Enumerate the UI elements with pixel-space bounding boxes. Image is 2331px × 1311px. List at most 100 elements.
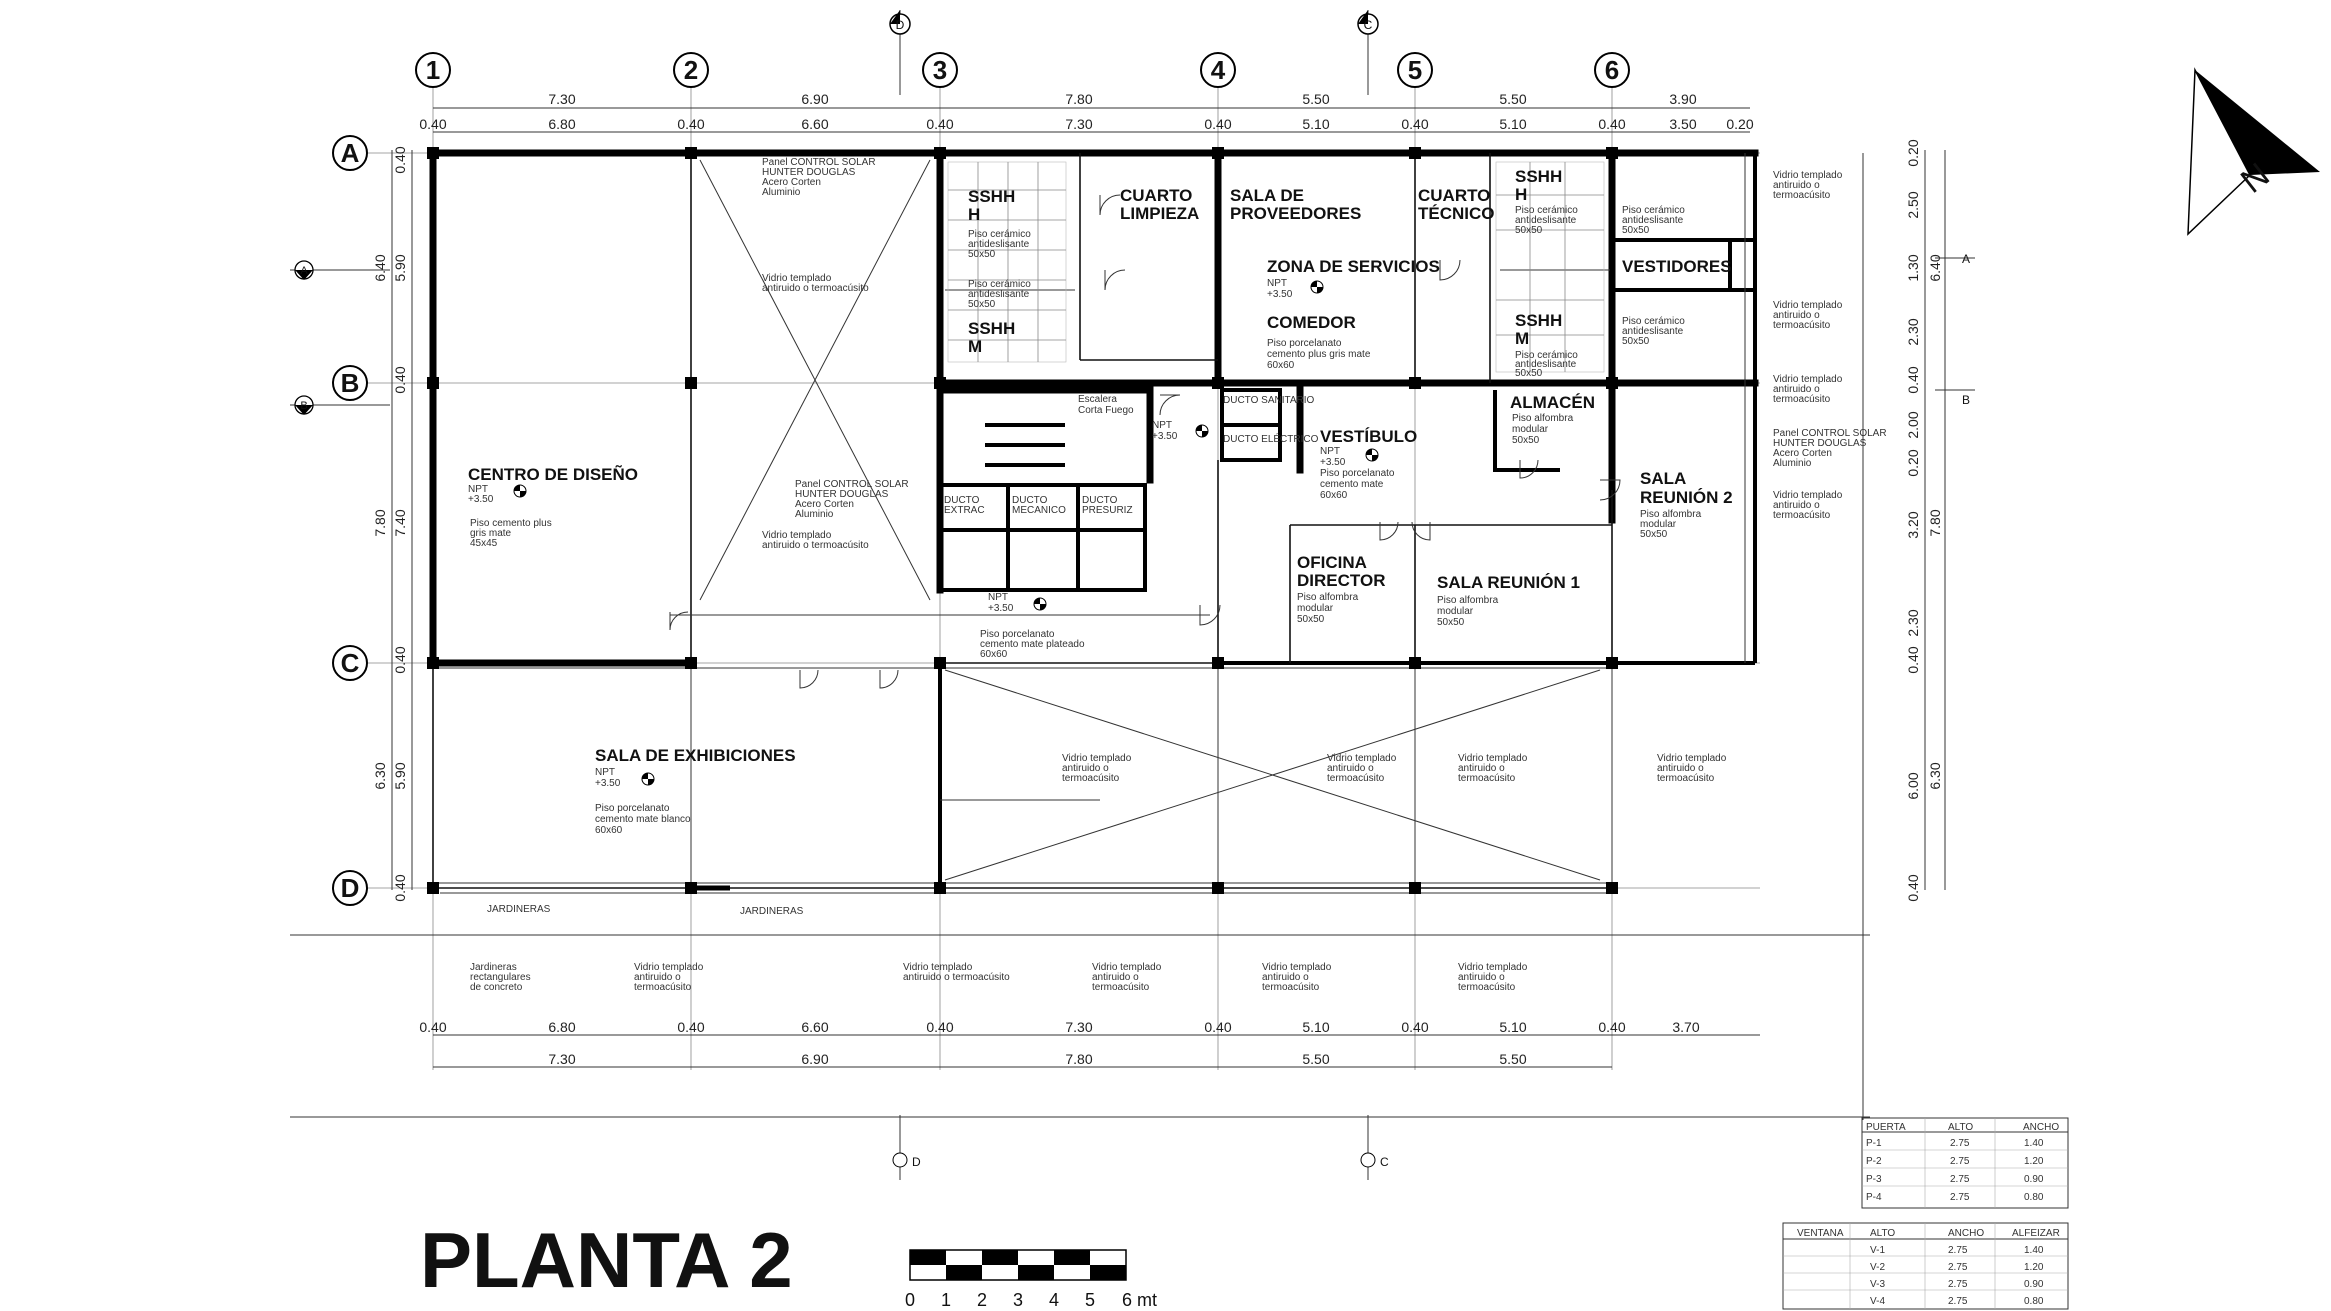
svg-text:Aluminio: Aluminio <box>795 509 834 520</box>
svg-text:termoacúsito: termoacúsito <box>634 982 692 993</box>
svg-text:6.90: 6.90 <box>801 1051 828 1067</box>
svg-text:termoacúsito: termoacúsito <box>1773 190 1831 201</box>
svg-text:0.40: 0.40 <box>1204 1019 1231 1035</box>
svg-text:HUNTER DOUGLAS: HUNTER DOUGLAS <box>1773 438 1867 449</box>
svg-text:0.40: 0.40 <box>677 116 704 132</box>
svg-text:60x60: 60x60 <box>595 825 623 836</box>
svg-text:7.80: 7.80 <box>1065 91 1092 107</box>
svg-text:V-1: V-1 <box>1870 1245 1885 1256</box>
section-marker-top-d: D <box>889 10 911 95</box>
atrium-void <box>699 159 1601 881</box>
svg-text:1: 1 <box>941 1290 951 1310</box>
svg-text:5.10: 5.10 <box>1499 116 1526 132</box>
svg-text:B: B <box>300 400 307 412</box>
section-marker-bottom-d: D <box>892 1115 921 1180</box>
svg-text:antiruido o: antiruido o <box>1062 763 1109 774</box>
level-marker-centro-icon <box>513 484 527 498</box>
svg-text:Corta Fuego: Corta Fuego <box>1078 405 1134 416</box>
svg-text:3: 3 <box>1013 1290 1023 1310</box>
svg-text:Panel CONTROL SOLAR: Panel CONTROL SOLAR <box>762 157 876 168</box>
svg-text:MECANICO: MECANICO <box>1012 505 1066 516</box>
svg-text:Acero Corten: Acero Corten <box>795 499 854 510</box>
room-comedor: COMEDOR <box>1267 313 1356 332</box>
svg-text:60x60: 60x60 <box>1320 490 1348 501</box>
svg-text:45x45: 45x45 <box>470 538 498 549</box>
svg-text:NPT: NPT <box>1267 278 1287 289</box>
svg-text:2.75: 2.75 <box>1950 1138 1970 1149</box>
svg-text:Piso alfombra: Piso alfombra <box>1512 413 1574 424</box>
svg-text:PROVEEDORES: PROVEEDORES <box>1230 204 1361 223</box>
svg-text:antiruido o: antiruido o <box>1262 972 1309 983</box>
svg-text:termoacúsito: termoacúsito <box>1092 982 1150 993</box>
level-marker-escalera-icon <box>1195 424 1209 438</box>
svg-text:5.50: 5.50 <box>1302 91 1329 107</box>
svg-text:3.50: 3.50 <box>1669 116 1696 132</box>
svg-text:termoacúsito: termoacúsito <box>1773 510 1831 521</box>
svg-text:5: 5 <box>1408 55 1422 85</box>
svg-text:50x50: 50x50 <box>1437 617 1465 628</box>
svg-text:2.75: 2.75 <box>1948 1245 1968 1256</box>
svg-text:0.40: 0.40 <box>1401 1019 1428 1035</box>
svg-text:de concreto: de concreto <box>470 982 523 993</box>
svg-text:6 mt: 6 mt <box>1122 1290 1157 1310</box>
svg-text:2.30: 2.30 <box>1905 318 1921 345</box>
svg-text:termoacúsito: termoacúsito <box>1458 773 1516 784</box>
svg-text:termoacúsito: termoacúsito <box>1062 773 1120 784</box>
svg-text:2.75: 2.75 <box>1948 1296 1968 1307</box>
room-centro-diseno: CENTRO DE DISEÑO <box>468 464 638 484</box>
svg-text:+3.50: +3.50 <box>1320 457 1346 468</box>
svg-text:50x50: 50x50 <box>1622 225 1650 236</box>
svg-text:1.40: 1.40 <box>2024 1245 2044 1256</box>
svg-text:termoacúsito: termoacúsito <box>1327 773 1385 784</box>
svg-text:HUNTER DOUGLAS: HUNTER DOUGLAS <box>795 489 889 500</box>
walls <box>429 149 1759 894</box>
svg-text:B: B <box>1962 393 1970 407</box>
svg-text:0.40: 0.40 <box>392 646 408 673</box>
level-marker-exhib-icon <box>641 772 655 786</box>
svg-text:0.40: 0.40 <box>1905 366 1921 393</box>
svg-text:Vidrio templado: Vidrio templado <box>1773 170 1843 181</box>
svg-text:6.60: 6.60 <box>801 116 828 132</box>
axis-bubble-c: C <box>332 645 368 681</box>
svg-text:Vidrio templado: Vidrio templado <box>1458 962 1528 973</box>
svg-text:6.30: 6.30 <box>372 762 388 789</box>
svg-text:Piso cerámico: Piso cerámico <box>1622 205 1685 216</box>
svg-text:0.40: 0.40 <box>1598 1019 1625 1035</box>
section-marker-right-a: A <box>1935 252 1975 266</box>
svg-text:P-1: P-1 <box>1866 1138 1882 1149</box>
svg-text:A: A <box>1962 252 1970 266</box>
room-sshh-h-2: SSHH <box>1515 167 1562 186</box>
axis-bubbles-letters: A B C D <box>332 135 368 906</box>
svg-text:Piso cerámico: Piso cerámico <box>1515 350 1578 361</box>
stairs <box>985 423 1065 467</box>
room-sala-reunion-2: SALA <box>1640 469 1686 488</box>
svg-text:C: C <box>341 648 360 678</box>
svg-text:50x50: 50x50 <box>968 249 996 260</box>
svg-text:0.40: 0.40 <box>392 146 408 173</box>
svg-text:Piso porcelanato: Piso porcelanato <box>1320 468 1395 479</box>
room-cuarto-tecnico: CUARTO <box>1418 186 1490 205</box>
svg-text:50x50: 50x50 <box>968 299 996 310</box>
svg-text:0.40: 0.40 <box>926 116 953 132</box>
svg-text:5.10: 5.10 <box>1499 1019 1526 1035</box>
svg-text:Vidrio templado: Vidrio templado <box>1773 300 1843 311</box>
svg-text:Vidrio templado: Vidrio templado <box>762 273 832 284</box>
svg-text:50x50: 50x50 <box>1640 529 1668 540</box>
svg-text:0.20: 0.20 <box>1905 139 1921 166</box>
room-zona-servicios: ZONA DE SERVICIOS <box>1267 257 1440 276</box>
svg-text:Vidrio templado: Vidrio templado <box>1262 962 1332 973</box>
svg-text:antideslisante: antideslisante <box>968 239 1030 250</box>
svg-text:HUNTER DOUGLAS: HUNTER DOUGLAS <box>762 167 856 178</box>
svg-text:0.40: 0.40 <box>1401 116 1428 132</box>
svg-text:H: H <box>1515 185 1527 204</box>
svg-text:B: B <box>341 368 360 398</box>
svg-text:Vidrio templado: Vidrio templado <box>1458 753 1528 764</box>
svg-text:5.90: 5.90 <box>392 254 408 281</box>
svg-text:50x50: 50x50 <box>1512 435 1540 446</box>
svg-text:termoacúsito: termoacúsito <box>1262 982 1320 993</box>
svg-text:DIRECTOR: DIRECTOR <box>1297 571 1385 590</box>
svg-text:antideslisante: antideslisante <box>968 289 1030 300</box>
svg-text:+3.50: +3.50 <box>468 494 494 505</box>
svg-text:modular: modular <box>1512 424 1549 435</box>
svg-text:6.40: 6.40 <box>372 254 388 281</box>
